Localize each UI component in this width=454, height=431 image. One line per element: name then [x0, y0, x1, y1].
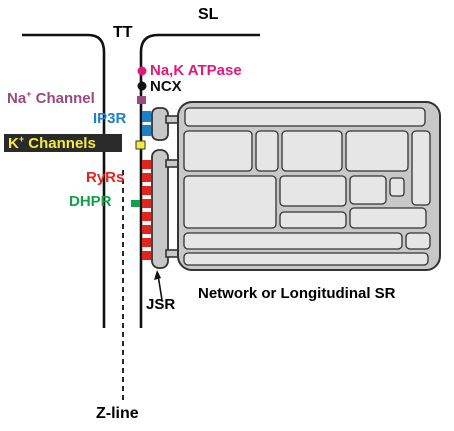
ip3r-marker-2 — [142, 125, 151, 136]
sr-cell — [405, 232, 431, 250]
k-channels-label: K+ Channels — [8, 134, 96, 152]
sr-cell — [349, 207, 427, 229]
sr-cell — [411, 130, 431, 206]
ncx-label: NCX — [150, 78, 182, 95]
jsr-upper — [151, 107, 169, 141]
sr-cell — [183, 252, 429, 266]
sr-cell — [183, 130, 253, 172]
tt-label: TT — [113, 24, 133, 41]
sr-cell — [349, 175, 387, 205]
sr-cell — [345, 130, 409, 172]
sr-cell — [279, 211, 347, 229]
k-channels-marker — [135, 140, 146, 150]
na-channel-label: Na+ Channel — [7, 89, 95, 107]
sr-cell — [184, 107, 426, 127]
sr-cell — [183, 175, 277, 229]
na-channel-marker — [137, 96, 146, 104]
ryr-marker-3 — [142, 186, 151, 195]
ryr-marker-5 — [142, 212, 151, 221]
nak-atpase-label: Na,K ATPase — [150, 62, 242, 79]
ip3r-marker-1 — [142, 111, 151, 122]
ryr-marker-1 — [142, 160, 151, 169]
ryr-marker-2 — [142, 173, 151, 182]
jsr-lower — [151, 149, 169, 269]
ryr-marker-8 — [142, 251, 151, 260]
sr-cell — [255, 130, 279, 172]
ip3r-label: IP3R — [93, 110, 127, 127]
jsr-arrow — [157, 274, 163, 301]
dhpr-label: DHPR — [69, 193, 112, 210]
sr-cell — [183, 232, 403, 250]
ryr-marker-6 — [142, 225, 151, 234]
sl-label: SL — [198, 6, 219, 23]
sr-cell — [281, 130, 343, 172]
nak-atpase-marker — [137, 66, 147, 76]
k-channels-label-box — [4, 134, 122, 152]
sr-cell — [389, 177, 405, 197]
ryr-marker-4 — [142, 199, 151, 208]
sr-cell — [279, 175, 347, 207]
jsr-label: JSR — [146, 296, 176, 313]
z-line-label: Z-line — [96, 405, 139, 422]
network-sr-label: Network or Longitudinal SR — [198, 285, 396, 302]
ryrs-label: RyRs — [86, 169, 125, 186]
jsr-arrowhead — [154, 270, 161, 280]
ryr-marker-7 — [142, 238, 151, 247]
dhpr-marker — [131, 200, 140, 207]
sarcolemma-right — [139, 33, 260, 328]
ncx-marker — [137, 81, 147, 91]
sarcolemma-left — [22, 33, 106, 328]
